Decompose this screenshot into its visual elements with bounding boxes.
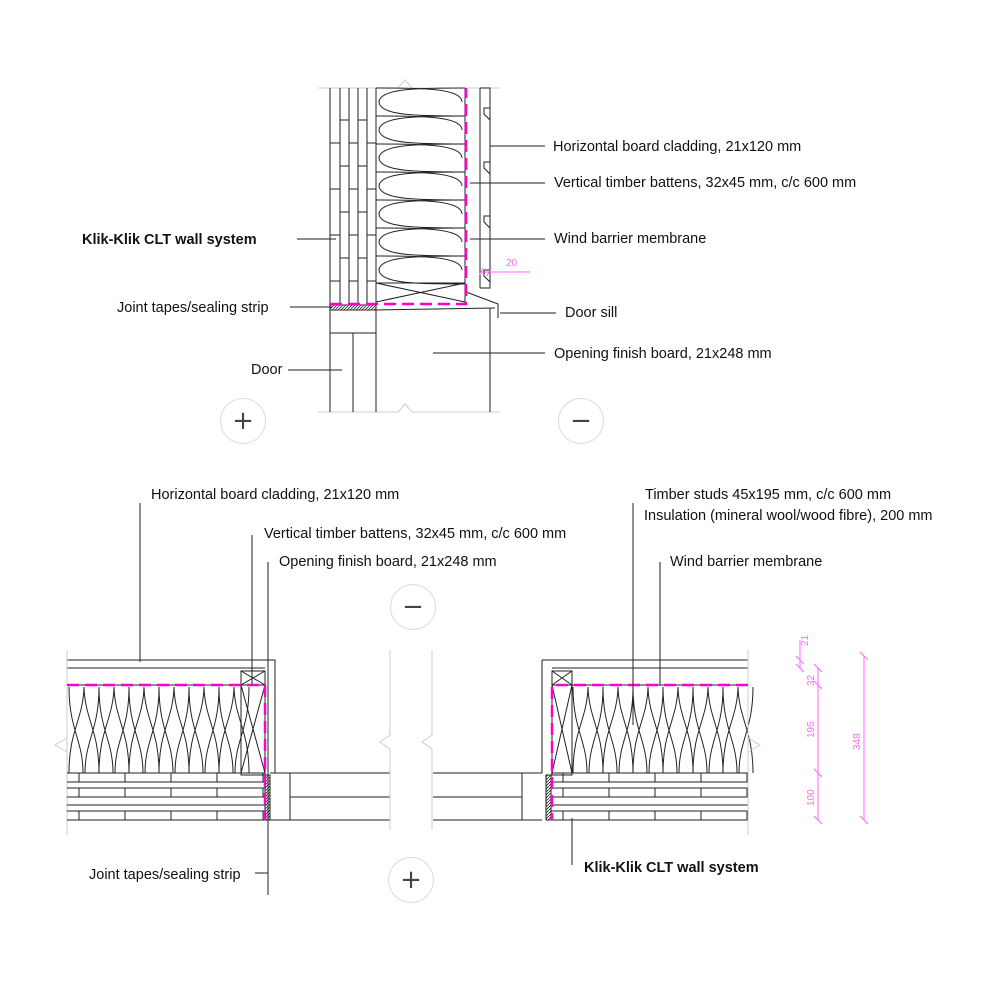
- dim-195: 195: [806, 721, 817, 738]
- insulation-loop: [378, 143, 466, 173]
- label-cladding: Horizontal board cladding, 21x120 mm: [553, 139, 802, 155]
- label-finish-board: Opening finish board, 21x248 mm: [279, 554, 497, 570]
- label-wall-system: Klik-Klik CLT wall system: [584, 860, 759, 876]
- label-battens: Vertical timber battens, 32x45 mm, c/c 6…: [554, 175, 857, 191]
- insulation-loop: [128, 686, 160, 774]
- insulation-loop: [722, 686, 754, 774]
- insulation-loop: [632, 686, 664, 774]
- insulation-loop: [602, 686, 634, 774]
- insulation-loop: [188, 686, 220, 774]
- zoom-in-button[interactable]: +: [220, 398, 266, 444]
- dim-348: 348: [852, 733, 863, 750]
- insulation-loop: [722, 686, 754, 774]
- insulation-loop: [68, 686, 100, 774]
- label-finish-board: Opening finish board, 21x248 mm: [554, 346, 772, 362]
- insulation-loop: [572, 686, 604, 774]
- insulation-loop: [378, 255, 466, 285]
- label-wall-system: Klik-Klik CLT wall system: [82, 232, 257, 248]
- label-cladding: Horizontal board cladding, 21x120 mm: [151, 487, 400, 503]
- bottom-section-drawing: [54, 503, 869, 895]
- cladding-board-joint: [483, 107, 491, 283]
- insulation-loop: [662, 686, 694, 774]
- insulation-loop: [375, 255, 463, 271]
- insulation-loop: [375, 143, 463, 159]
- insulation-loop: [662, 686, 694, 774]
- insulation-loop: [692, 686, 724, 774]
- zoom-out-button[interactable]: −: [390, 584, 436, 630]
- insulation-loop: [128, 686, 160, 774]
- insulation-loop: [375, 87, 463, 103]
- dim-32: 32: [806, 674, 817, 686]
- insulation-loop: [378, 87, 466, 117]
- dim-21: 21: [800, 634, 811, 646]
- insulation-loop: [378, 227, 466, 257]
- label-battens: Vertical timber battens, 32x45 mm, c/c 6…: [264, 526, 567, 542]
- insulation-loop: [378, 199, 466, 229]
- zoom-in-button[interactable]: +: [388, 857, 434, 903]
- zoom-out-button[interactable]: −: [558, 398, 604, 444]
- insulation-loop: [68, 686, 100, 774]
- label-joint-tapes: Joint tapes/sealing strip: [117, 300, 269, 316]
- insulation-loop: [375, 227, 463, 243]
- membrane-line: [330, 88, 468, 306]
- label-membrane: Wind barrier membrane: [554, 231, 707, 247]
- insulation-loop: [602, 686, 634, 774]
- insulation-loop: [692, 686, 724, 774]
- insulation-loop: [375, 171, 463, 187]
- insulation-loop: [218, 686, 250, 774]
- insulation-loop: [98, 686, 130, 774]
- dim-20: 20: [506, 258, 518, 269]
- label-insulation: Insulation (mineral wool/wood fibre), 20…: [644, 508, 933, 524]
- insulation-loop: [378, 171, 466, 201]
- insulation-loop: [632, 686, 664, 774]
- insulation-loop: [158, 686, 190, 774]
- label-door: Door: [251, 362, 283, 378]
- insulation-loop: [158, 686, 190, 774]
- label-membrane: Wind barrier membrane: [670, 554, 823, 570]
- insulation-loop: [375, 115, 463, 131]
- insulation-loop: [375, 199, 463, 215]
- insulation-loop: [572, 686, 604, 774]
- insulation-loop: [188, 686, 220, 774]
- insulation-loop: [98, 686, 130, 774]
- dim-100: 100: [806, 789, 817, 806]
- label-door-sill: Door sill: [565, 305, 618, 321]
- label-joint-tapes: Joint tapes/sealing strip: [89, 867, 241, 883]
- label-studs: Timber studs 45x195 mm, c/c 600 mm: [645, 487, 892, 503]
- insulation-loop: [218, 686, 250, 774]
- top-section-drawing: [288, 79, 556, 413]
- insulation-loop: [378, 115, 466, 145]
